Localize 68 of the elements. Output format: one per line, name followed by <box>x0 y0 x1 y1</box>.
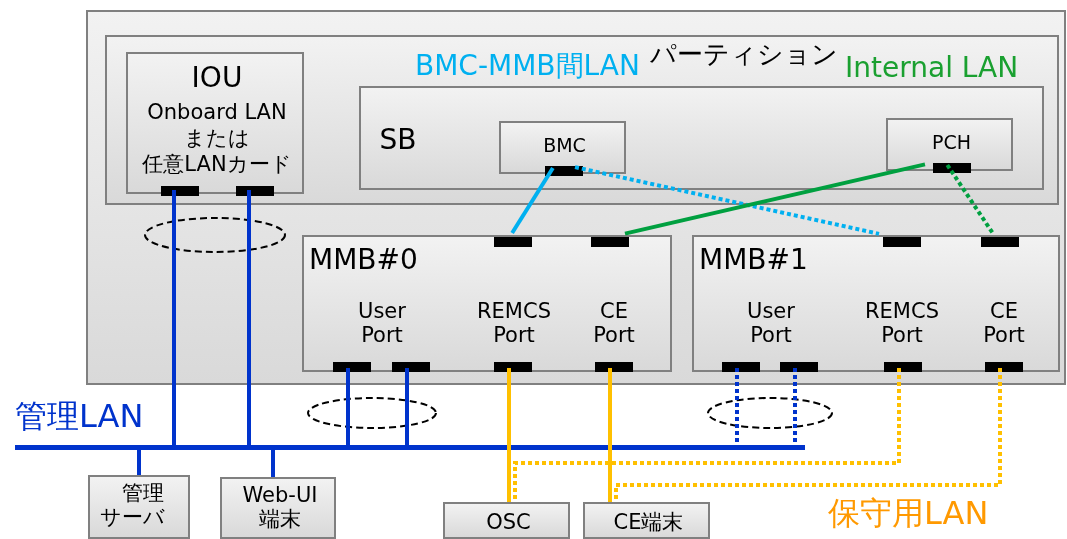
port-connector <box>933 163 971 173</box>
management-board-box <box>302 235 672 372</box>
terminal-label: 管理サーバ <box>99 481 165 530</box>
network-cable <box>510 166 555 235</box>
network-cable <box>137 450 141 475</box>
port-connector <box>161 186 199 196</box>
board-label: MMB#0 <box>309 244 419 277</box>
port-connector <box>884 362 922 372</box>
chip-label: PCH <box>931 132 972 154</box>
port-label: CE Port <box>592 299 636 348</box>
port-connector <box>545 166 583 176</box>
network-cable <box>405 368 409 445</box>
partition-box <box>105 35 1059 205</box>
port-connector <box>780 362 818 372</box>
port-connector <box>392 362 430 372</box>
terminal-box <box>88 475 190 539</box>
port-connector <box>333 362 371 372</box>
network-cable <box>614 368 1002 502</box>
system-board-box <box>359 86 1044 190</box>
port-connector <box>494 237 532 247</box>
port-connector <box>591 237 629 247</box>
port-label: REMCS Port <box>864 299 940 348</box>
port-label: CE Port <box>982 299 1026 348</box>
network-cable <box>624 162 926 236</box>
chip-box <box>886 118 1013 171</box>
terminal-label: CE端末 <box>612 510 685 535</box>
chip-label: BMC <box>542 135 587 157</box>
partition-title: パーティション <box>649 40 839 70</box>
network-cable <box>945 163 995 235</box>
network-label: 管理LAN <box>15 400 144 432</box>
network-label: 保守用LAN <box>828 497 989 529</box>
network-cable <box>574 165 880 236</box>
network-cable <box>793 368 797 445</box>
unit-label: Onboard LAN <box>146 100 288 125</box>
terminal-label: Web-UI端末 <box>241 483 319 532</box>
network-cable <box>513 368 901 502</box>
network-cable <box>271 450 275 477</box>
terminal-label: OSC <box>485 510 532 535</box>
port-connector <box>722 362 760 372</box>
unit-label: または <box>183 126 251 151</box>
terminal-box <box>443 502 570 539</box>
network-cable <box>346 368 350 445</box>
terminal-box <box>583 502 710 539</box>
unit-label: 任意LANカード <box>141 152 293 177</box>
port-connector <box>494 362 532 372</box>
board-label: SB <box>378 124 418 157</box>
network-label: BMC-MMB間LAN <box>415 52 640 80</box>
port-connector <box>981 237 1019 247</box>
chassis-box <box>86 10 1066 385</box>
terminal-box <box>220 477 336 539</box>
board-label: MMB#1 <box>699 244 809 277</box>
network-cable <box>735 368 739 445</box>
port-connector <box>883 237 921 247</box>
port-connector <box>595 362 633 372</box>
port-label: User Port <box>357 299 407 348</box>
chip-box <box>499 121 626 174</box>
network-cable <box>608 368 612 502</box>
management-board-box <box>692 235 1060 372</box>
unit-label: IOU <box>190 62 244 95</box>
io-unit-box <box>126 52 304 194</box>
network-cable <box>247 190 251 445</box>
port-connector <box>236 186 274 196</box>
network-label: Internal LAN <box>845 54 1019 82</box>
port-connector <box>985 362 1023 372</box>
port-label: User Port <box>746 299 796 348</box>
network-cable <box>172 190 176 445</box>
port-label: REMCS Port <box>476 299 552 348</box>
network-cable <box>507 368 511 502</box>
